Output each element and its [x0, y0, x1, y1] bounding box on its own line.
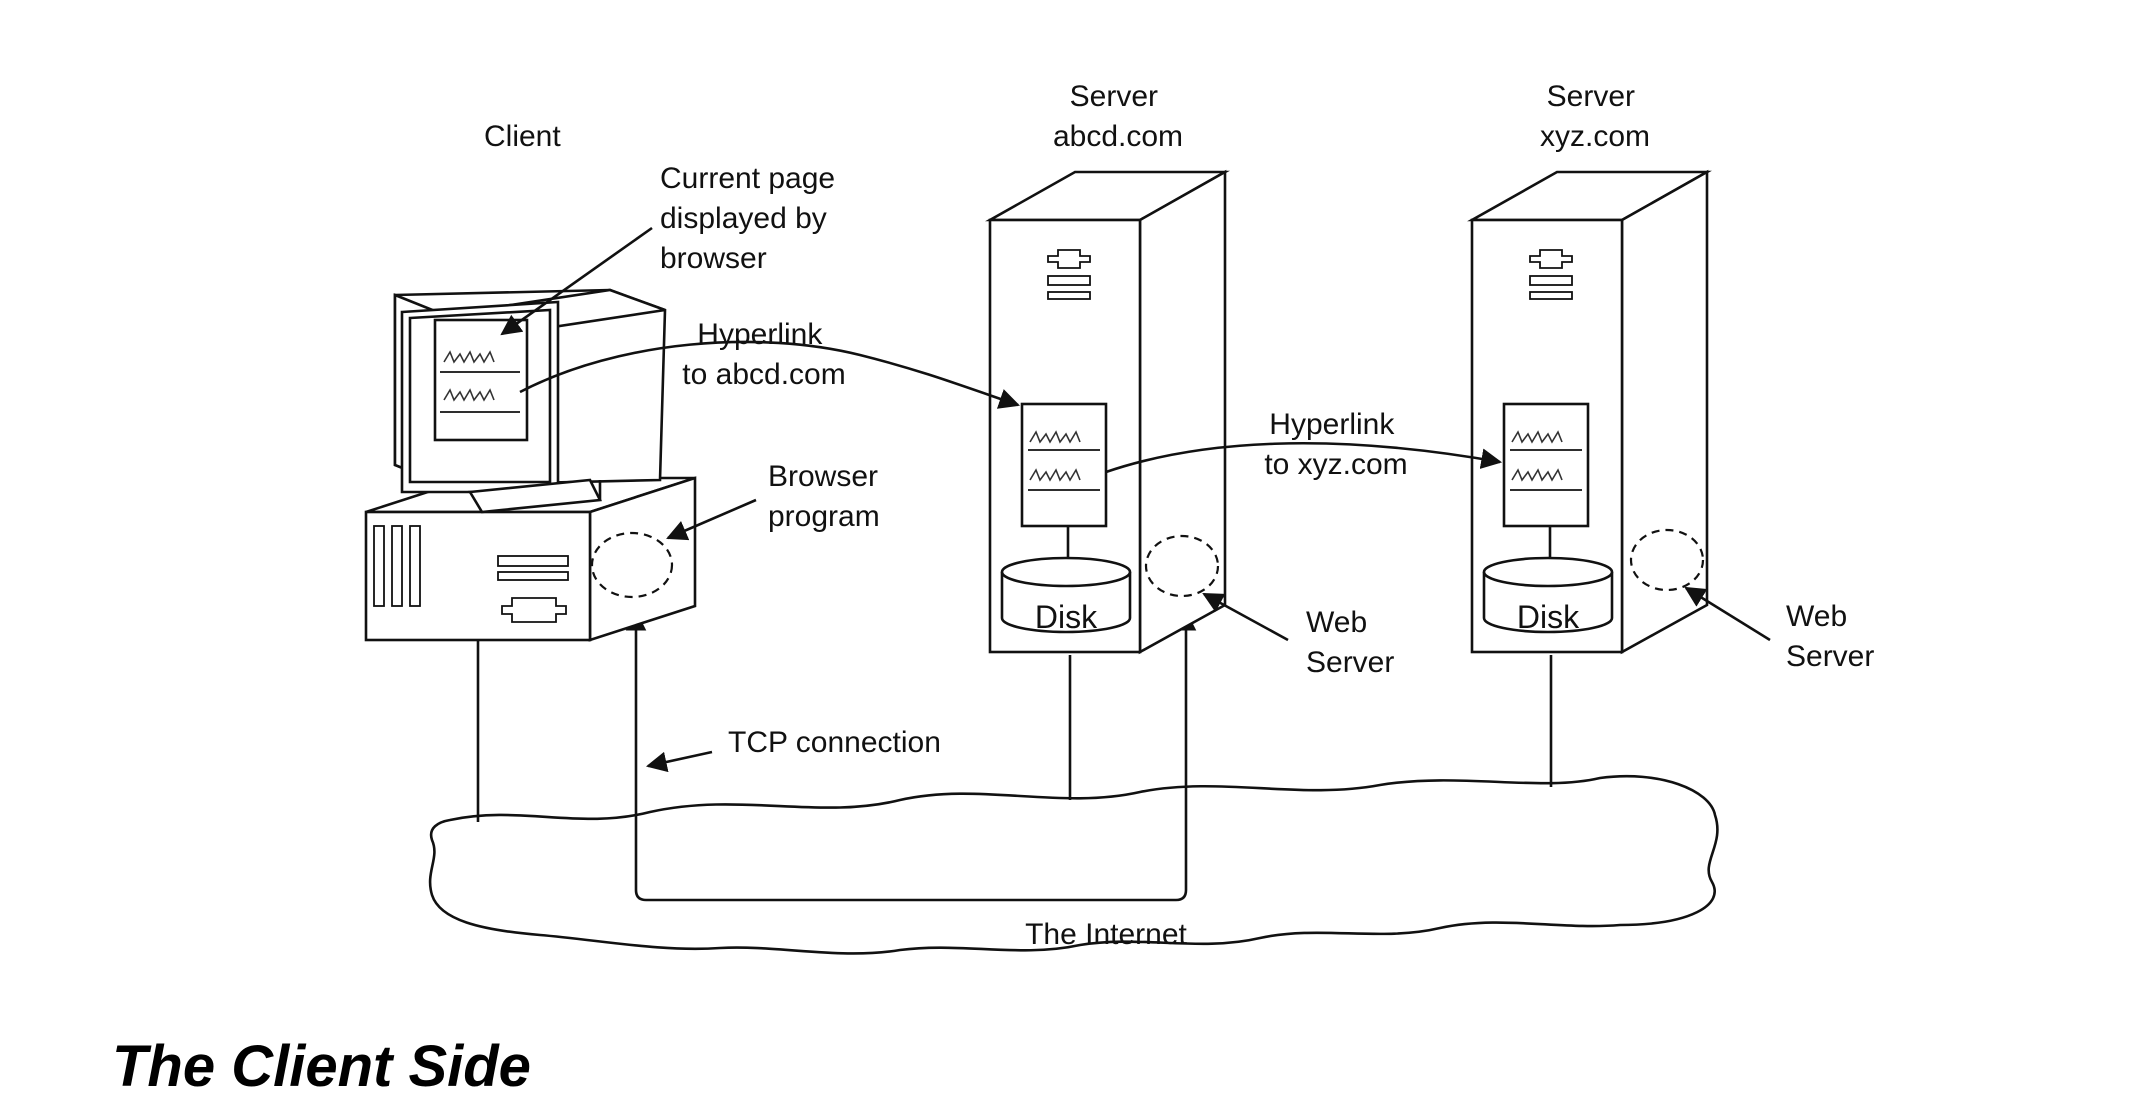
tcp-connection-pointer — [645, 750, 713, 773]
client-server-diagram: Client Server abcd.com Server xyz.com Cu… — [364, 80, 1874, 955]
disk-abcd-icon — [1000, 556, 1132, 634]
tcp-connection-label: TCP connection — [728, 726, 941, 759]
web-server-abcd-pointer — [1202, 592, 1289, 642]
client-label: Client — [484, 120, 561, 153]
browser-program-pointer — [666, 498, 757, 541]
disk-xyz-label: Disk — [1517, 599, 1580, 635]
internet-label: The Internet — [1025, 918, 1187, 951]
web-server-abcd-icon — [1144, 534, 1220, 598]
hyperlink-abcd-label: Hyperlink to abcd.com — [682, 318, 845, 391]
current-page-pointer — [500, 226, 653, 336]
server-xyz-label: Server xyz.com — [1540, 80, 1650, 153]
browser-program-label: Browser program — [768, 460, 886, 533]
tcp-connection-path — [625, 609, 1197, 902]
section-heading: The Client Side — [112, 1034, 531, 1099]
web-server-xyz-label: Web Server — [1786, 600, 1874, 673]
web-server-abcd-label: Web Server — [1306, 606, 1394, 679]
web-server-xyz-icon — [1629, 528, 1705, 592]
hyperlink-xyz-label: Hyperlink to xyz.com — [1264, 408, 1407, 481]
disk-abcd-label: Disk — [1035, 599, 1098, 635]
internet-cloud-icon — [428, 774, 1719, 955]
server-abcd-label: Server abcd.com — [1053, 80, 1183, 153]
web-server-xyz-pointer — [1684, 586, 1771, 642]
current-page-label: Current page displayed by browser — [660, 162, 843, 275]
disk-xyz-icon — [1482, 556, 1614, 634]
browser-program-icon — [590, 531, 674, 599]
client-computer-icon — [364, 288, 697, 642]
hyperlink-xyz-arrow — [1105, 441, 1503, 474]
hyperlink-abcd-arrow — [519, 340, 1020, 409]
